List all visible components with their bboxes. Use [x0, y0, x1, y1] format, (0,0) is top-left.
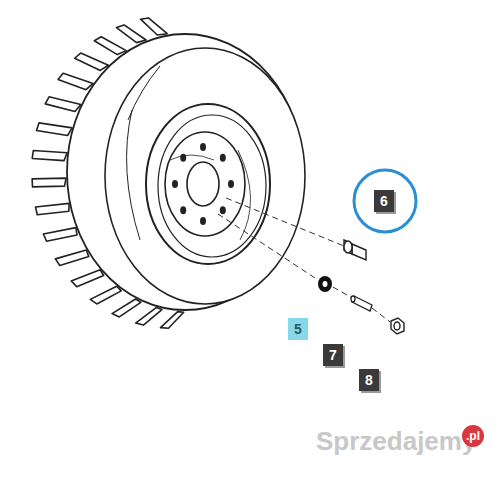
tread-lug	[32, 178, 66, 187]
bolt-hole	[200, 143, 206, 151]
tread-lug	[71, 270, 103, 287]
callout-number: 6	[374, 190, 394, 212]
bolt-hole	[220, 206, 226, 214]
tread-lug	[75, 53, 109, 70]
tread-lug	[117, 25, 147, 43]
callout-number: 5	[288, 318, 308, 340]
tread-lug	[94, 37, 126, 55]
tread-lug	[43, 228, 77, 242]
watermark: Sprzedajemy	[316, 426, 476, 457]
tread-lug	[36, 203, 70, 214]
watermark-badge: .pl	[462, 425, 484, 447]
callout-number: 7	[323, 344, 343, 366]
tread-lug	[32, 151, 67, 161]
bolt-hole	[180, 154, 186, 162]
bolt-hole	[200, 217, 206, 225]
tread-lug	[55, 250, 88, 266]
tread-lug	[160, 312, 183, 329]
bolt-hole	[220, 154, 226, 162]
bolt-hole	[180, 206, 186, 214]
bolt-hole	[228, 180, 234, 188]
tread-lug	[58, 73, 93, 89]
tread-lug	[141, 18, 168, 35]
tread-lug	[112, 299, 141, 317]
tread-lug	[45, 97, 81, 112]
bolt-hole	[172, 180, 178, 188]
tread-lug	[37, 123, 73, 136]
tread-lug	[90, 286, 121, 304]
tread-lug	[136, 308, 162, 325]
callout-number: 8	[359, 369, 379, 391]
